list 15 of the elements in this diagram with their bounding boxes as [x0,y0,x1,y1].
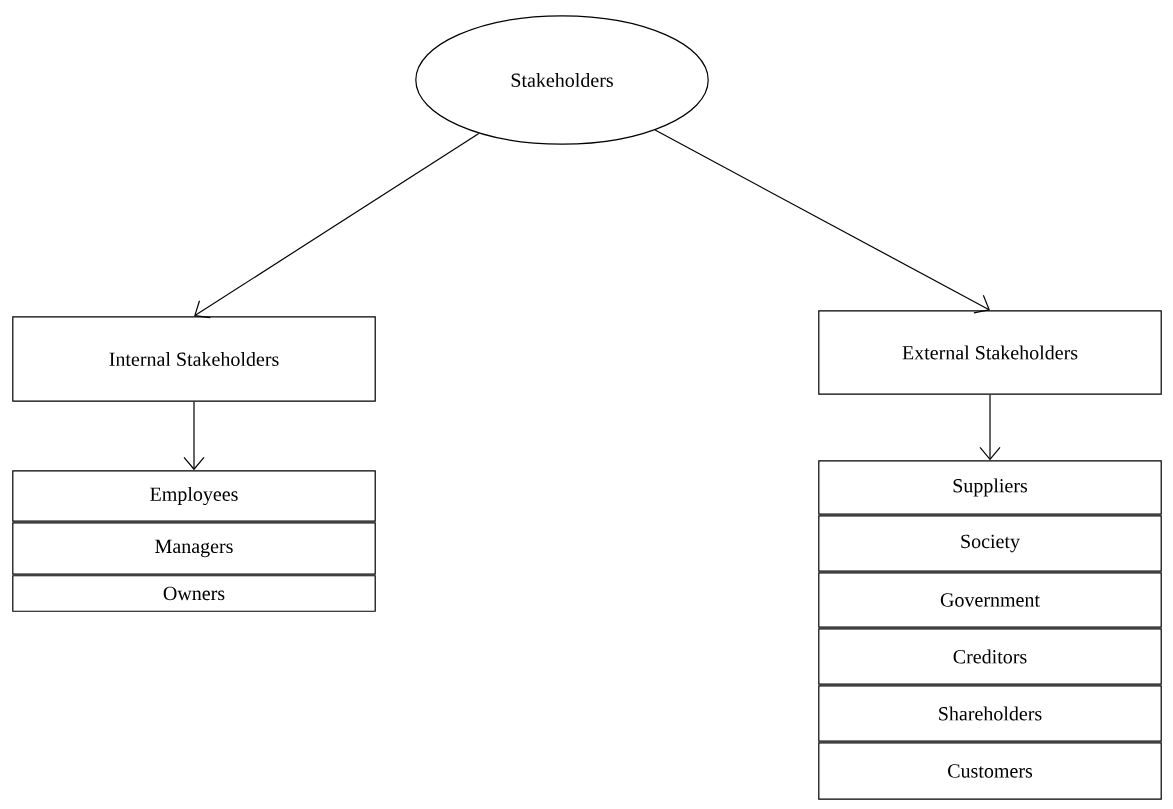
list-row: Creditors [818,628,1162,685]
list-row: Managers [12,522,376,575]
group-box: External Stakeholders [818,310,1162,395]
arrow [654,129,990,314]
list-row: Owners [12,575,376,612]
list-row: Employees [12,470,376,522]
arrow [194,132,480,319]
group-box: Internal Stakeholders [12,316,376,402]
list-row: Customers [818,742,1162,800]
arrow [183,401,205,471]
list-row: Society [818,515,1162,572]
arrow [979,394,1001,461]
list-row: Shareholders [818,685,1162,742]
list-row: Suppliers [818,460,1162,515]
list-row: Government [818,572,1162,628]
